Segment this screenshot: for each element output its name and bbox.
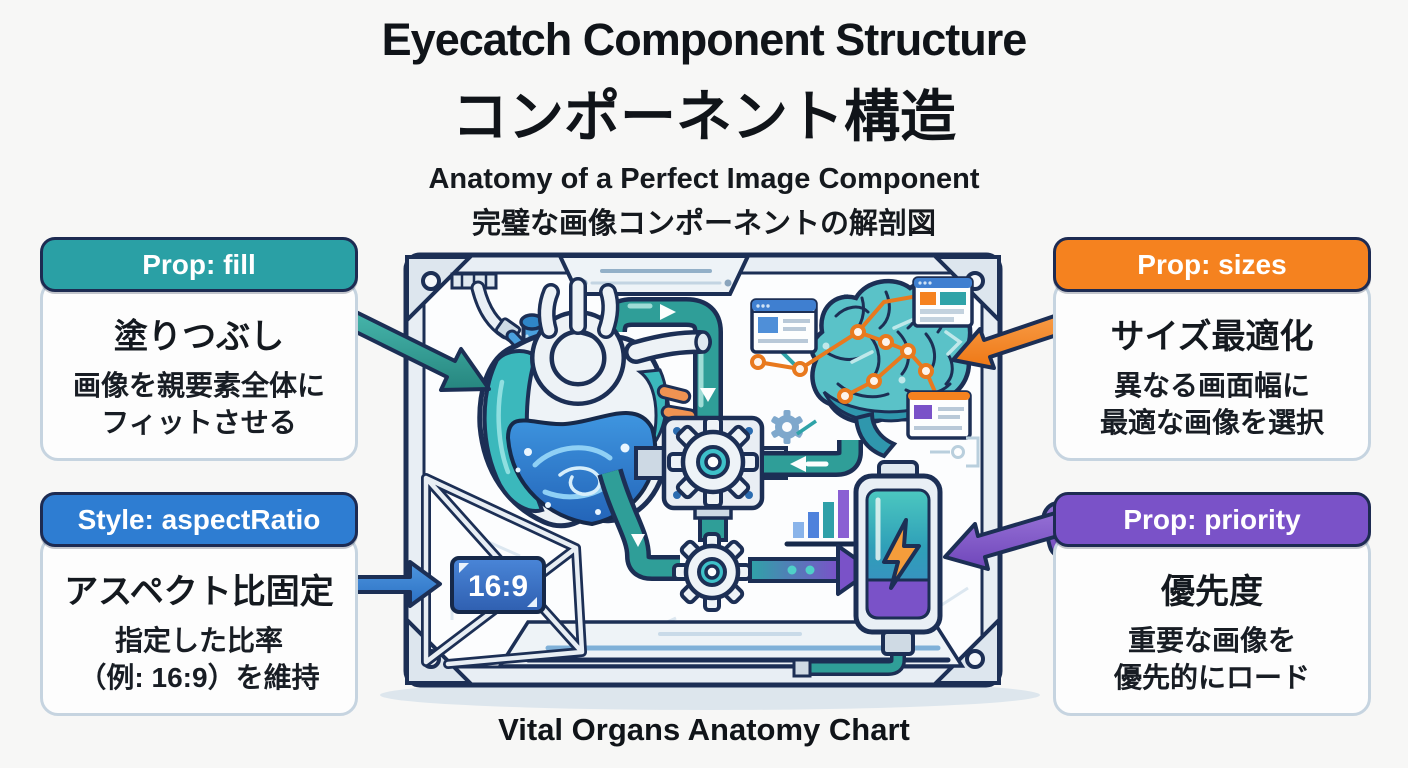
callout-prop-sizes-body: サイズ最適化 異なる画面幅に 最適な画像を選択 — [1053, 280, 1371, 461]
subtitle-english: Anatomy of a Perfect Image Component — [428, 163, 980, 195]
gear-brain-link — [796, 419, 817, 436]
browser-window-icon-left — [750, 298, 818, 354]
small-gear-icon — [771, 410, 803, 444]
gear-small — [672, 532, 752, 612]
corner-screw — [965, 649, 985, 669]
brain-pipe — [764, 440, 863, 477]
browser-window-icon-bottom — [906, 390, 972, 440]
gear-assembly — [634, 415, 788, 612]
callout-prop-sizes-desc-line1: 異なる画面幅に — [1113, 370, 1310, 401]
callout-prop-priority-header: Prop: priority — [1053, 492, 1371, 547]
aspect-ratio-wireframe: 16:9 — [421, 473, 587, 669]
bar-chart-icon — [784, 490, 856, 547]
callout-prop-priority-heading: 優先度 — [1161, 573, 1263, 611]
aspect-ratio-arrow — [348, 560, 442, 608]
aspect-ratio-badge-label: 16:9 — [468, 570, 528, 603]
aspect-ratio-badge — [450, 556, 546, 614]
callout-prop-priority-desc-line1: 重要な画像を — [1127, 625, 1296, 656]
callout-prop-fill-heading: 塗りつぶし — [113, 318, 285, 356]
callout-style-aspect-ratio-desc-line2: （例: 16:9）を維持 — [78, 661, 320, 693]
callout-prop-sizes-header: Prop: sizes — [1053, 237, 1371, 292]
browser-window-icon-top-right — [912, 276, 974, 328]
callout-style-aspect-ratio-desc-line1: 指定した比率 — [114, 625, 283, 656]
callout-prop-fill-header: Prop: fill — [40, 237, 358, 292]
lightning-bolt-icon — [882, 518, 921, 590]
illustration-caption: Vital Organs Anatomy Chart — [498, 712, 910, 747]
callout-prop-fill-desc-line1: 画像を親要素全体に — [72, 370, 325, 401]
heart-outflow-pipe — [597, 468, 680, 581]
callout-prop-fill: Prop: fill 塗りつぶし 画像を親要素全体に フィットさせる — [40, 237, 358, 461]
battery — [792, 460, 943, 678]
orange-circuit-network — [750, 294, 940, 404]
callout-prop-sizes: Prop: sizes サイズ最適化 異なる画面幅に 最適な画像を選択 — [1053, 237, 1371, 461]
callout-prop-priority-body: 優先度 重要な画像を 優先的にロード — [1053, 535, 1371, 716]
callout-prop-priority: Prop: priority 優先度 重要な画像を 優先的にロード — [1053, 492, 1371, 716]
title-japanese: コンポーネント構造 — [452, 85, 956, 148]
callout-prop-sizes-heading: サイズ最適化 — [1110, 318, 1314, 356]
title-block: Eyecatch Component Structure コンポーネント構造 A… — [0, 14, 1408, 242]
callout-style-aspect-ratio-header: Style: aspectRatio — [40, 492, 358, 547]
gear-large — [667, 416, 759, 508]
subtitle-japanese: 完璧な画像コンポーネントの解剖図 — [471, 208, 936, 240]
fill-arrow — [346, 310, 491, 392]
callout-style-aspect-ratio-heading: アスペクト比固定 — [64, 573, 334, 611]
callout-prop-fill-body: 塗りつぶし 画像を親要素全体に フィットさせる — [40, 280, 358, 461]
corner-screw — [421, 271, 441, 291]
title-english: Eyecatch Component Structure — [381, 14, 1028, 65]
callout-style-aspect-ratio: Style: aspectRatio アスペクト比固定 指定した比率 （例: 1… — [40, 492, 358, 716]
callout-prop-fill-desc-line2: フィットさせる — [101, 406, 297, 438]
callout-prop-priority-desc-line2: 優先的にロード — [1113, 661, 1310, 693]
side-circuit-trace — [930, 436, 980, 468]
callout-style-aspect-ratio-body: アスペクト比固定 指定した比率 （例: 16:9）を維持 — [40, 535, 358, 716]
callout-prop-sizes-desc-line2: 最適な画像を選択 — [1099, 406, 1324, 438]
